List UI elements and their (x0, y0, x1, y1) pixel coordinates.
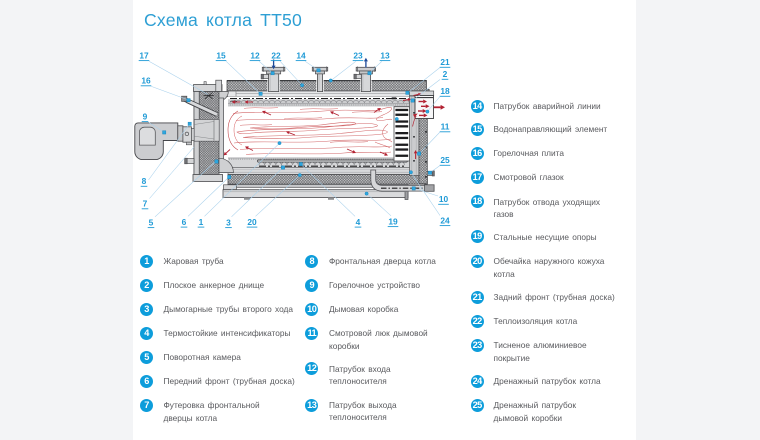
svg-text:11: 11 (441, 122, 450, 132)
svg-text:25: 25 (440, 155, 450, 165)
svg-text:9: 9 (143, 111, 148, 121)
svg-text:12: 12 (250, 50, 260, 60)
svg-text:6: 6 (182, 217, 187, 227)
svg-text:19: 19 (388, 216, 398, 226)
svg-text:1: 1 (199, 217, 204, 227)
svg-text:4: 4 (356, 217, 361, 227)
svg-text:23: 23 (353, 50, 363, 60)
svg-text:21: 21 (440, 57, 450, 67)
svg-text:24: 24 (440, 215, 450, 225)
svg-text:22: 22 (271, 50, 281, 60)
svg-text:5: 5 (149, 217, 154, 227)
svg-text:3: 3 (226, 217, 231, 227)
svg-text:7: 7 (143, 199, 148, 209)
svg-text:16: 16 (141, 76, 151, 86)
svg-text:2: 2 (443, 69, 448, 79)
svg-text:17: 17 (139, 50, 149, 60)
svg-text:14: 14 (296, 50, 306, 60)
svg-text:15: 15 (216, 50, 226, 60)
svg-text:10: 10 (439, 194, 449, 204)
svg-text:20: 20 (247, 217, 257, 227)
svg-text:13: 13 (380, 50, 390, 60)
svg-text:8: 8 (142, 176, 147, 186)
svg-text:18: 18 (440, 86, 450, 96)
